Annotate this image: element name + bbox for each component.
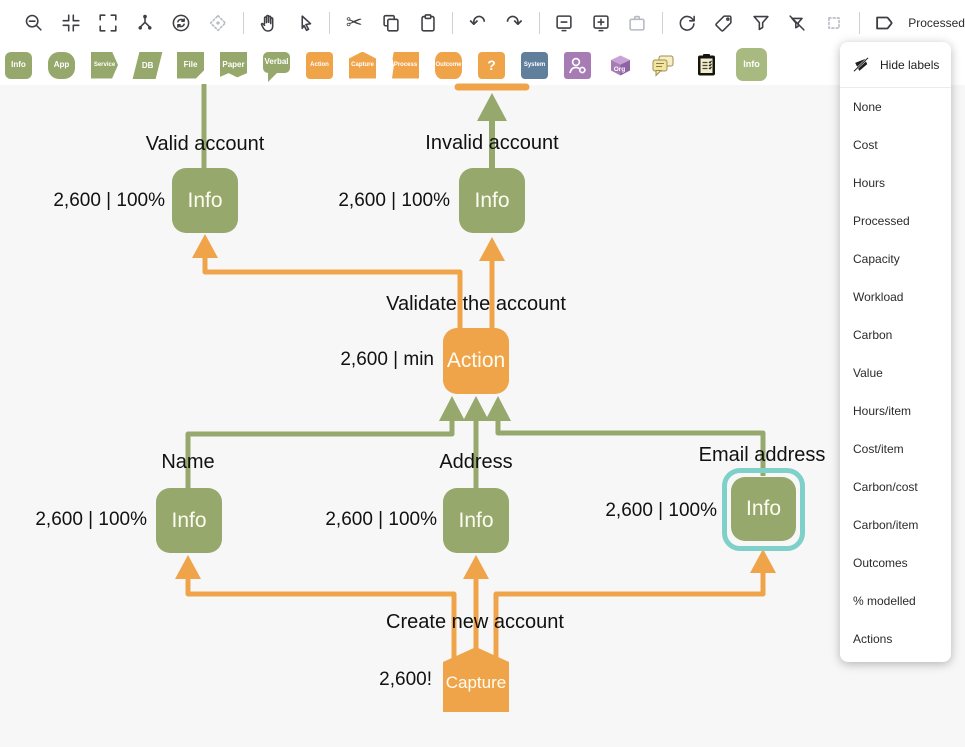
palette-info-large[interactable]: Info [736,47,767,81]
person-gear-icon [569,57,586,73]
menu-item-hours-per-item[interactable]: Hours/item [853,404,912,418]
refresh-icon[interactable] [676,11,699,35]
pan-hand-icon[interactable] [256,11,279,35]
main-toolbar: ✂ ↶ ↷ Processed [0,0,965,45]
hide-labels-icon [853,57,869,72]
node-validate-account[interactable]: Action [443,328,509,394]
node-metric: 2,600 | 100% [605,500,717,521]
menu-item-outcomes[interactable]: Outcomes [853,556,908,570]
expand-display-icon[interactable] [589,11,612,35]
collapse-display-icon[interactable] [553,11,576,35]
filter-icon[interactable] [749,11,772,35]
menu-item-cost-per-item[interactable]: Cost/item [853,442,904,456]
node-metric: 2,600! [379,669,432,690]
select-cursor-icon[interactable] [293,11,316,35]
menu-item-workload[interactable]: Workload [853,290,904,304]
metric-dropdown: Hide labels None Cost Hours Processed Ca… [840,42,951,662]
filter-clear-icon[interactable] [786,11,809,35]
hide-labels-button[interactable]: Hide labels [840,42,951,88]
node-address[interactable]: Info [443,488,509,553]
menu-item-none[interactable]: None [853,100,882,114]
zoom-out-icon[interactable] [23,11,46,35]
menu-item-capacity[interactable]: Capacity [853,252,900,266]
undo-icon[interactable]: ↶ [469,11,486,34]
active-metric-label: Processed [908,15,965,30]
palette-db[interactable]: DB [132,51,163,79]
menu-item-percent-modelled[interactable]: % modelled [853,594,916,608]
dotted-box-icon [823,11,846,35]
palette-question[interactable]: ? [478,51,505,79]
palette-action[interactable]: Action [306,51,333,79]
comment-bubbles-icon [652,55,674,77]
toolbar-separator [858,11,860,34]
node-metric: 2,600 | 100% [35,509,147,530]
palette-service[interactable]: Service [91,51,118,79]
menu-item-carbon-per-cost[interactable]: Carbon/cost [853,480,918,494]
node-name[interactable]: Info [156,488,222,553]
palette-process[interactable]: Process [392,51,419,79]
palette-system[interactable]: System [521,51,548,79]
node-valid-account[interactable]: Info [172,168,238,233]
node-metric: 2,600 | 100% [53,190,165,211]
toolbar-separator [328,11,330,34]
menu-item-carbon[interactable]: Carbon [853,328,893,342]
fit-view-icon[interactable] [60,11,83,35]
toolbar-separator [538,11,540,34]
toolbar-separator [242,11,244,34]
node-invalid-account[interactable]: Info [459,168,525,233]
node-metric: 2,600 | min [340,349,434,370]
palette-info[interactable]: Info [5,51,32,79]
node-title: Valid account [145,133,265,155]
tag-icon[interactable] [713,11,736,35]
menu-item-cost[interactable]: Cost [853,138,878,152]
clipboard-icon [698,53,715,75]
redo-icon[interactable]: ↷ [505,11,523,34]
shape-palette: Info App Service DB File Paper Verbal Ac… [0,45,965,85]
node-title: Validate the account [386,293,566,315]
node-metric: 2,600 | 100% [338,190,450,211]
node-create-new-account[interactable]: Capture [443,647,509,712]
node-title: Address [439,451,513,473]
palette-comment-icon[interactable] [650,52,677,79]
palette-file[interactable]: File [177,51,204,79]
node-metric: 2,600 | 100% [325,509,437,530]
palette-paper[interactable]: Paper [220,51,247,78]
node-title: Create new account [386,611,564,633]
copy-icon[interactable] [380,11,403,35]
reset-rotation-icon[interactable] [170,11,193,35]
palette-outcome[interactable]: Outcome [435,51,462,79]
node-title: Name [161,451,215,473]
selection-ring[interactable] [722,468,805,551]
palette-roles-icon[interactable] [564,51,591,79]
menu-item-processed[interactable]: Processed [853,214,910,228]
hierarchy-icon[interactable] [133,11,156,35]
toolbar-separator [452,11,454,34]
palette-org[interactable]: Org [607,52,634,79]
palette-capture[interactable]: Capture [349,51,376,79]
node-title: Email address [698,444,826,466]
briefcase-icon [626,11,649,35]
menu-item-value[interactable]: Value [853,366,883,380]
menu-item-carbon-per-item[interactable]: Carbon/item [853,518,919,532]
palette-clipboard-icon[interactable] [693,52,720,79]
cut-icon[interactable]: ✂ [345,11,363,34]
menu-item-hours[interactable]: Hours [853,176,886,190]
palette-app[interactable]: App [48,51,75,79]
fullscreen-icon[interactable] [97,11,120,35]
toolbar-separator [661,11,663,34]
palette-verbal[interactable]: Verbal [263,51,290,82]
move-crosshair-icon [207,11,230,35]
node-title: Invalid account [425,132,559,154]
svg-text:Org: Org [614,66,626,73]
paste-icon[interactable] [416,11,439,35]
node-email-address[interactable]: Info [731,477,796,541]
menu-item-actions[interactable]: Actions [853,632,893,646]
org-cube-icon: Org [611,55,630,75]
label-flag-icon[interactable] [872,11,895,35]
